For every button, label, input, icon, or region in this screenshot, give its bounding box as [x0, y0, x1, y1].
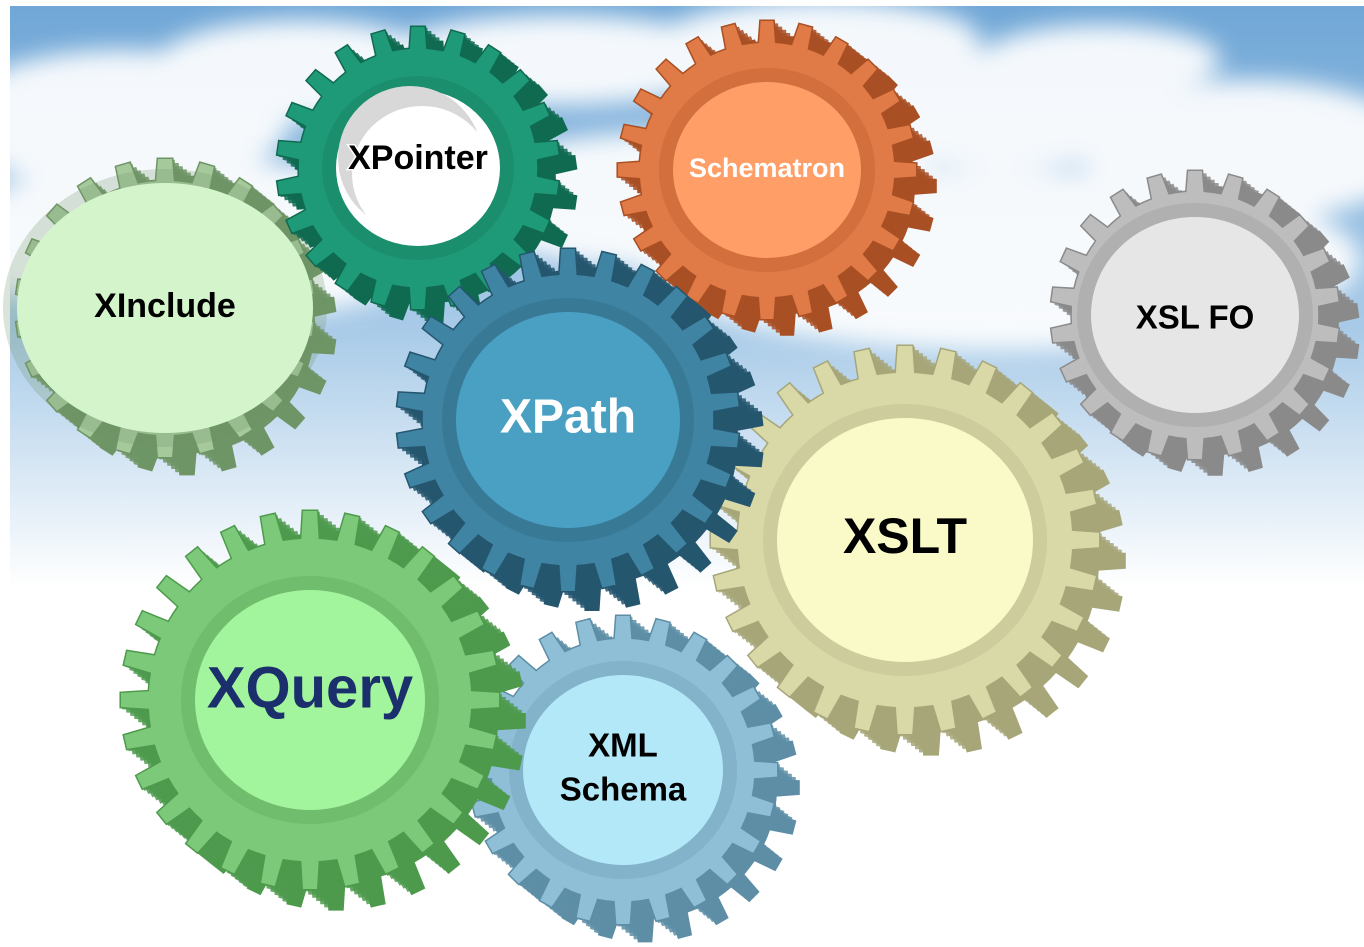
gear-xquery: XQuery [119, 509, 526, 911]
gear-hub [673, 82, 861, 258]
gear-schematron: Schematron [616, 19, 937, 336]
gear-xinclude: XInclude [3, 157, 337, 476]
gear-xslt: XSLT [709, 344, 1126, 756]
gear-label-xml-schema: XML [588, 727, 658, 764]
gear-label-xinclude: XInclude [94, 287, 236, 325]
gear-hub [17, 183, 313, 433]
gear-label-xml-schema: Schema [560, 771, 687, 808]
gear-label-schematron: Schematron [689, 153, 845, 183]
gear-label-xpointer: XPointer [348, 139, 488, 177]
gear-label-xslt: XSLT [843, 508, 967, 564]
gear-xml-schema: XML Schema [467, 614, 800, 943]
gear-hub [1091, 217, 1299, 413]
gear-label-xsl-fo: XSL FO [1136, 299, 1255, 336]
gear-hub [777, 418, 1033, 662]
gear-label-xpath: XPath [500, 391, 636, 444]
gear-xpointer: XPointer [275, 25, 578, 325]
gear-label-xquery: XQuery [207, 655, 413, 720]
gear-hub [456, 312, 680, 528]
gear-xpath: XPath [395, 247, 764, 611]
gear-hub [523, 675, 723, 865]
gear-hub [195, 590, 425, 810]
gear-xsl-fo: XSL FO [1049, 169, 1360, 476]
gear-hole [352, 106, 492, 242]
